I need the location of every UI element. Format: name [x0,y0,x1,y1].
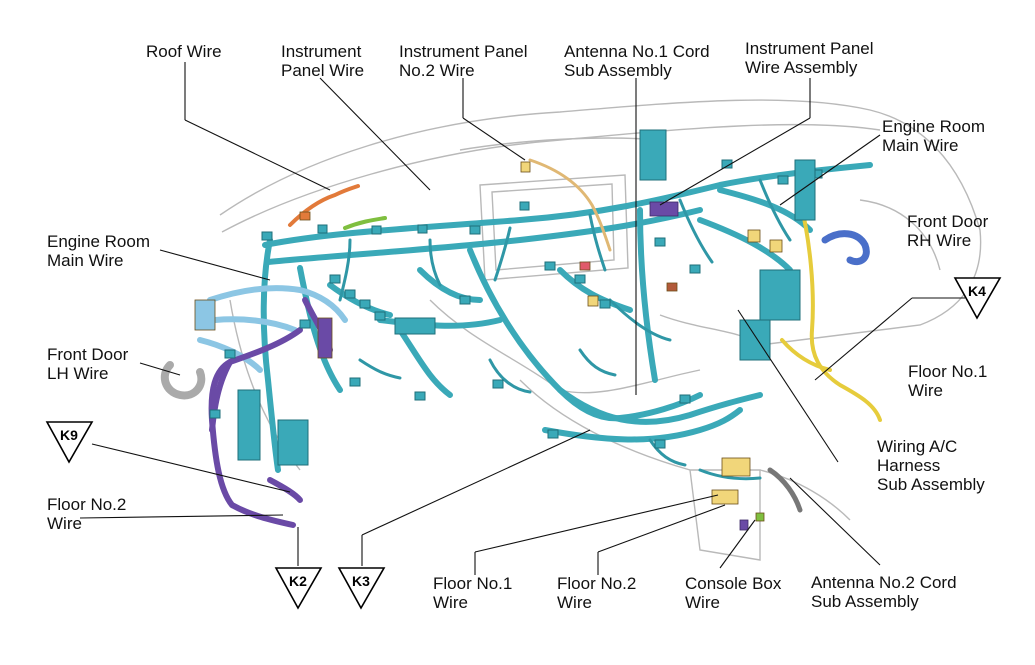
triangle-connector-marker-k4: K4 [953,277,1002,320]
harness-branches [338,178,792,481]
label-front-door-lh-wire: Front Door LH Wire [47,345,129,383]
label-instrument-panel-wire-assembly: Instrument Panel Wire Assembly [745,39,874,77]
label-engine-room-main-wire-left: Engine Room Main Wire [47,232,151,270]
leader-lines [79,62,965,575]
label-floor-no2-wire-left: Floor No.2 Wire [47,495,127,533]
label-floor-no2-wire-bottom: Floor No.2 Wire [557,574,637,612]
label-instrument-panel-no2-wire: Instrument Panel No.2 Wire [399,42,528,80]
label-wiring-ac-harness: Wiring A/C Harness Sub Assembly [877,437,985,494]
marker-k2: K2 [289,573,307,589]
dashboard-outline [219,99,982,561]
front-door-lh-connector [160,361,206,400]
connector-blocks [209,129,823,466]
label-floor-no1-wire-bottom: Floor No.1 Wire [433,574,513,612]
antenna-no2-cord [767,467,803,513]
ip-assembly-connectors [649,201,749,531]
main-harness [260,162,873,473]
triangle-connector-marker-icon [337,567,386,610]
label-antenna-no2-cord: Antenna No.2 Cord Sub Assembly [811,573,957,611]
triangle-connector-marker-k9: K9 [45,421,94,464]
front-door-rh-connector [821,230,870,266]
label-antenna-no1-cord: Antenna No.1 Cord Sub Assembly [564,42,710,80]
triangle-connector-marker-k3: K3 [337,567,386,610]
label-front-door-rh-wire: Front Door RH Wire [907,212,989,250]
marker-k4: K4 [968,283,986,299]
label-console-box-wire: Console Box Wire [685,574,782,612]
green-branch [343,216,387,230]
triangle-connector-marker-k2: K2 [274,567,323,610]
floor-no1-harness [780,198,882,422]
small-colored-connectors [194,161,783,522]
marker-k9: K9 [60,427,78,443]
label-instrument-panel-wire: Instrument Panel Wire [281,42,365,80]
marker-k3: K3 [352,573,370,589]
instrument-panel-no2-harness [528,158,612,252]
label-roof-wire: Roof Wire [146,42,222,61]
triangle-connector-marker-icon [45,421,94,464]
label-floor-no1-wire-right: Floor No.1 Wire [908,362,988,400]
triangle-connector-marker-icon [953,277,1002,320]
label-engine-room-main-wire-right: Engine Room Main Wire [882,117,986,155]
triangle-connector-marker-icon [274,567,323,610]
